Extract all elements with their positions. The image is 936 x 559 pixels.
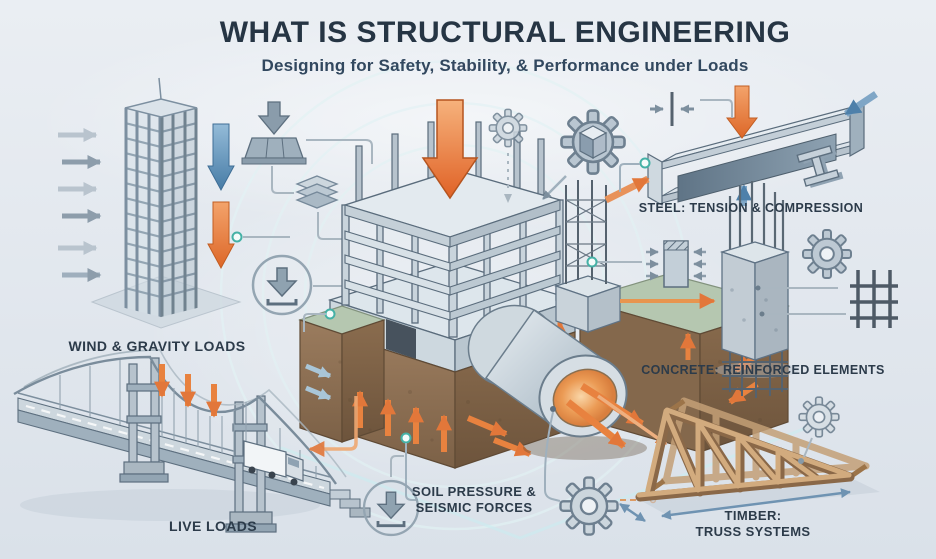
soil-left-cube [298,305,386,443]
connector-node [400,432,412,444]
wind-arrows [58,128,102,282]
cube-in-gear [578,125,608,160]
steel-beam-illustration [604,85,878,207]
seismic-small-arrows [305,363,332,401]
floor-slabs [344,225,561,321]
bridge-connector-arrow [308,396,358,457]
bridge-cable-back [23,349,347,478]
tower-face-right [160,107,198,318]
caption-wind-gravity-loads: WIND & GRAVITY LOADS [68,338,246,354]
stacked-plates-icon [295,175,339,209]
concrete-column-illustration [586,181,898,398]
gear-soil-icon [559,476,619,536]
glow-platform-line [280,426,808,540]
live-load-arrows [154,364,222,418]
bridge-steps [329,489,371,518]
central-building-illustration [298,99,791,502]
i-beam-section-icon [796,145,844,188]
page-subtitle: Designing for Safety, Stability, & Perfo… [261,56,749,75]
lattice-tower-illustration [58,77,290,329]
tower-face-left [124,107,162,318]
weight-load-icon [241,101,307,165]
truss-front [635,407,855,502]
bridge-tower-left [119,357,169,483]
timber-truss-illustration [619,396,880,523]
compression-icon [650,92,694,126]
building-frame [341,121,564,338]
gravity-arrow-orange [207,201,235,270]
underground-pipe [467,304,647,460]
connector-dot [550,406,556,412]
gears-cluster [488,108,626,203]
beam-force-arrows [604,85,878,206]
gear-icon [488,108,528,148]
page-title: WHAT IS STRUCTURAL ENGINEERING [219,16,791,49]
caption-timber: TIMBER: TRUSS SYSTEMS [695,508,811,539]
gravity-arrow-blue [207,123,235,192]
concrete-pier [715,181,799,398]
caption-live-loads: LIVE LOADS [168,518,258,534]
gear-icon [801,228,853,280]
connector-node [231,231,243,243]
column-load-icon [646,240,706,288]
gear-truss-icon [798,396,840,438]
rebar-column-tower [554,180,622,333]
connector-node [586,256,598,268]
dimension-arrows [619,488,851,523]
caption-soil-seismic: SOIL PRESSURE & SEISMIC FORCES [411,484,537,515]
basement-doorway [386,319,416,359]
suspension-bridge-illustration [13,349,371,533]
connector-node [324,308,336,320]
rebar-grid-icon [850,270,898,328]
connector-node [639,157,651,169]
main-load-arrow [421,99,479,200]
roof-slab [342,169,563,248]
pipe-flow-arrows [565,383,668,449]
caption-steel: STEEL: TENSION & COMPRESSION [638,201,864,215]
caption-concrete: CONCRETE: REINFORCED ELEMENTS [641,363,885,377]
truck [243,440,304,486]
load-icons-cluster [241,101,373,316]
